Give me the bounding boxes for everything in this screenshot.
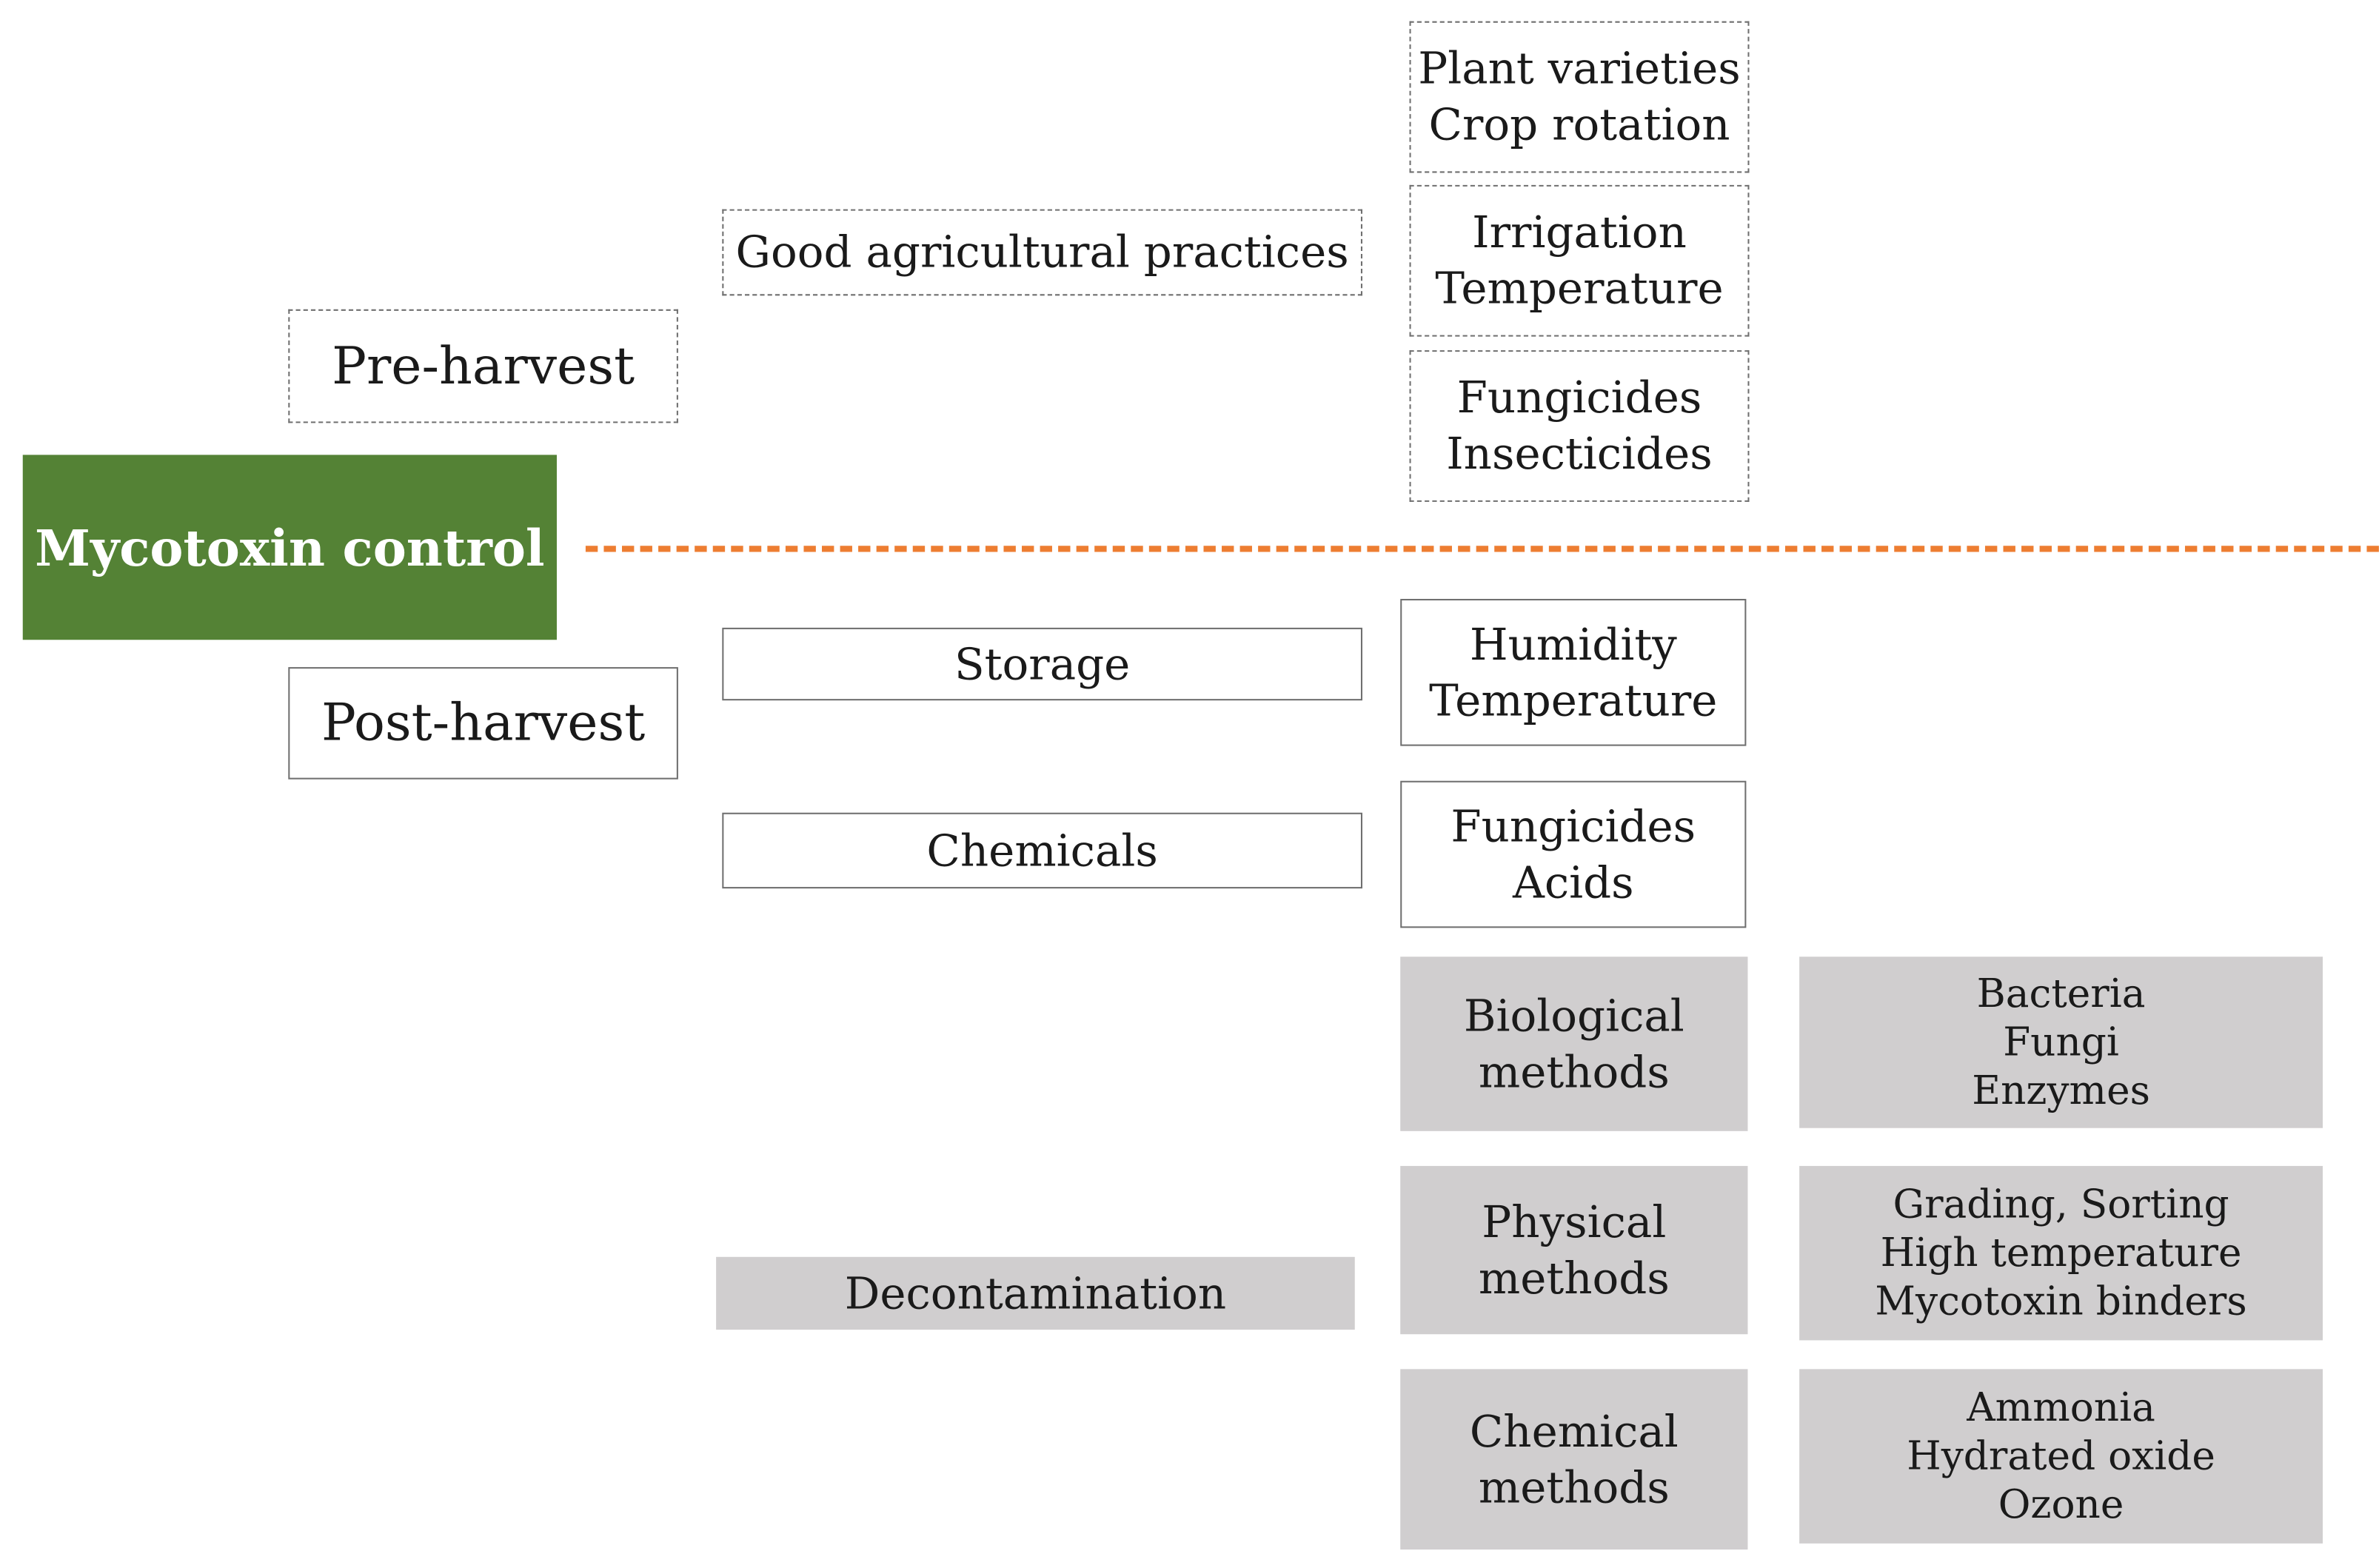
chemicals-node: Chemicals [722, 812, 1363, 889]
pre-harvest-label: Pre-harvest [332, 335, 635, 397]
method-line: methods [1478, 1045, 1670, 1097]
method-line: Biological [1463, 989, 1684, 1041]
post-harvest-node: Post-harvest [288, 667, 678, 780]
chemical-examples-node: Ammonia Hydrated oxide Ozone [1799, 1369, 2323, 1544]
pre-harvest-node: Pre-harvest [288, 309, 678, 423]
storage-details-node: Humidity Temperature [1400, 598, 1747, 746]
detail-line: Crop rotation [1428, 98, 1730, 150]
irrigation-node: Irrigation Temperature [1409, 184, 1750, 337]
detail-line: Temperature [1435, 262, 1724, 314]
detail-line: Plant varieties [1418, 42, 1741, 94]
decontamination-node: Decontamination [716, 1256, 1355, 1330]
example-line: Enzymes [1972, 1068, 2150, 1114]
detail-line: Temperature [1429, 674, 1718, 726]
storage-label: Storage [954, 637, 1131, 689]
method-line: Chemical [1469, 1404, 1679, 1457]
example-line: Grading, Sorting [1893, 1182, 2229, 1227]
plant-varieties-node: Plant varieties Crop rotation [1409, 21, 1750, 173]
detail-line: Acids [1512, 856, 1634, 908]
example-line: Ozone [1998, 1481, 2124, 1528]
post-harvest-label: Post-harvest [321, 692, 646, 754]
detail-line: Humidity [1469, 617, 1677, 670]
detail-line: Insecticides [1446, 427, 1713, 480]
chemicals-label: Chemicals [926, 824, 1158, 876]
method-line: Physical [1482, 1195, 1667, 1247]
example-line: High temperature [1880, 1230, 2242, 1276]
example-line: Bacteria [1976, 971, 2146, 1017]
root-label: Mycotoxin control [35, 517, 545, 577]
biological-methods-node: Biological methods [1400, 956, 1748, 1131]
detail-line: Irrigation [1472, 206, 1687, 258]
good-agricultural-practices-node: Good agricultural practices [722, 209, 1363, 296]
example-line: Fungi [2003, 1019, 2119, 1065]
stage-divider-line [585, 546, 2379, 552]
detail-line: Fungicides [1451, 800, 1696, 851]
example-line: Mycotoxin binders [1875, 1279, 2247, 1324]
storage-node: Storage [722, 627, 1363, 701]
physical-methods-node: Physical methods [1400, 1165, 1748, 1335]
biological-examples-node: Bacteria Fungi Enzymes [1799, 956, 2323, 1128]
example-line: Ammonia [1967, 1384, 2155, 1431]
chemicals-details-node: Fungicides Acids [1400, 780, 1747, 928]
good-agricultural-practices-label: Good agricultural practices [735, 226, 1349, 278]
method-line: methods [1478, 1461, 1670, 1512]
example-line: Hydrated oxide [1907, 1433, 2215, 1479]
pre-harvest-fungicides-node: Fungicides Insecticides [1409, 350, 1750, 502]
decontamination-label: Decontamination [844, 1267, 1227, 1319]
root-node: Mycotoxin control [22, 455, 557, 640]
chemical-methods-node: Chemical methods [1400, 1369, 1748, 1550]
detail-line: Fungicides [1456, 371, 1702, 423]
method-line: methods [1478, 1251, 1670, 1304]
physical-examples-node: Grading, Sorting High temperature Mycoto… [1799, 1165, 2323, 1341]
